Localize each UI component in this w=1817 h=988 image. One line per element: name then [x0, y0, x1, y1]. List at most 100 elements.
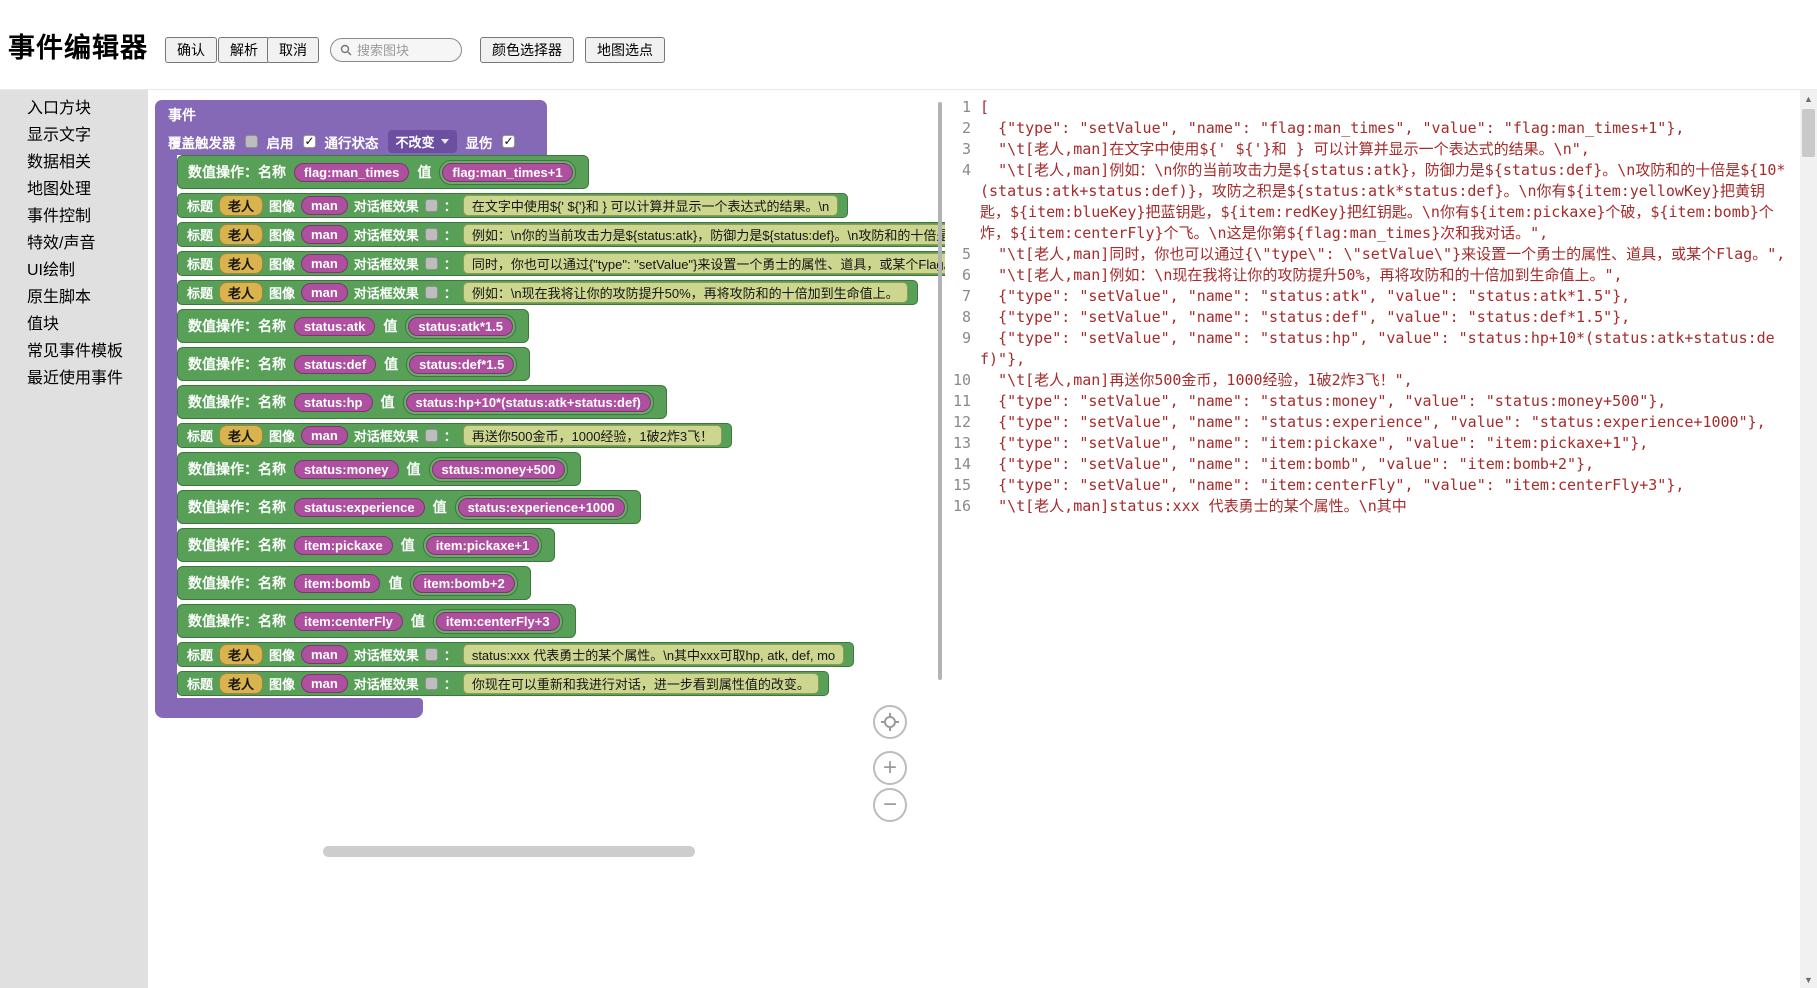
image-field[interactable]: man — [301, 225, 348, 244]
caption-field[interactable]: 老人 — [219, 282, 263, 303]
show-text-block[interactable]: 标题 老人 图像 man 对话框效果 ： status:xxx 代表勇士的某个属… — [177, 642, 854, 667]
message-field[interactable]: 例如：\n现在我将让你的攻防提升50%，再将攻防和的十倍加到生命值上。 — [463, 282, 908, 303]
caption-field[interactable]: 老人 — [219, 673, 263, 694]
image-field[interactable]: man — [301, 674, 348, 693]
show-text-block[interactable]: 标题 老人 图像 man 对话框效果 ： 例如：\n你的当前攻击力是${stat… — [177, 222, 945, 247]
name-field[interactable]: status:atk — [294, 317, 375, 336]
value-field[interactable]: status:experience+1000 — [458, 498, 625, 517]
caption-field[interactable]: 老人 — [219, 644, 263, 665]
scroll-up-arrow-icon[interactable]: ▲ — [1800, 90, 1817, 107]
blockly-workspace[interactable]: 事件 覆盖触发器 启用 通行状态 不改变 显伤 数值操作：名称 flag:man… — [148, 90, 945, 988]
message-field[interactable]: 同时，你也可以通过{"type": "setValue"}来设置一个勇士的属性、… — [463, 253, 945, 274]
value-field[interactable]: item:pickaxe+1 — [426, 536, 540, 555]
zoom-out-button[interactable]: − — [873, 788, 907, 822]
message-field[interactable]: 例如：\n你的当前攻击力是${status:atk}，防御力是${status:… — [463, 224, 945, 245]
show-text-block[interactable]: 标题 老人 图像 man 对话框效果 ： 例如：\n现在我将让你的攻防提升50%… — [177, 280, 918, 305]
effect-checkbox[interactable] — [425, 648, 438, 661]
event-block-header[interactable]: 事件 覆盖触发器 启用 通行状态 不改变 显伤 — [155, 100, 547, 155]
name-field[interactable]: item:centerFly — [294, 612, 403, 631]
override-trigger-checkbox[interactable] — [245, 135, 258, 148]
name-field[interactable]: status:experience — [294, 498, 425, 517]
set-value-block[interactable]: 数值操作：名称 item:pickaxe 值 item:pickaxe+1 — [177, 528, 555, 562]
set-value-block[interactable]: 数值操作：名称 flag:man_times 值 flag:man_times+… — [177, 155, 589, 189]
value-field[interactable]: status:def*1.5 — [409, 355, 514, 374]
canvas-vscrollbar[interactable] — [938, 102, 942, 680]
effect-checkbox[interactable] — [425, 257, 438, 270]
enable-checkbox[interactable] — [303, 135, 316, 148]
set-value-block[interactable]: 数值操作：名称 item:bomb 值 item:bomb+2 — [177, 566, 531, 600]
confirm-button[interactable]: 确认 — [165, 37, 217, 63]
caption-field[interactable]: 老人 — [219, 224, 263, 245]
search-input[interactable] — [357, 43, 452, 58]
caption-label: 标题 — [187, 283, 213, 302]
scroll-down-arrow-icon[interactable]: ▼ — [1800, 971, 1817, 988]
sidebar-item-entry-blocks[interactable]: 入口方块 — [0, 95, 148, 122]
name-field[interactable]: flag:man_times — [294, 163, 409, 182]
search-box[interactable] — [330, 38, 462, 62]
effect-checkbox[interactable] — [425, 286, 438, 299]
name-field[interactable]: status:money — [294, 460, 399, 479]
name-field[interactable]: item:pickaxe — [294, 536, 393, 555]
code-editor[interactable]: 1[ 2 {"type": "setValue", "name": "flag:… — [948, 90, 1800, 988]
show-text-block[interactable]: 标题 老人 图像 man 对话框效果 ： 你现在可以重新和我进行对话，进一步看到… — [177, 671, 829, 696]
message-field[interactable]: 在文字中使用${' ${'}和 } 可以计算并显示一个表达式的结果。\n — [463, 195, 838, 216]
set-value-block[interactable]: 数值操作：名称 status:hp 值 status:hp+10*(status… — [177, 385, 667, 419]
sidebar-item-native-script[interactable]: 原生脚本 — [0, 284, 148, 311]
effect-checkbox[interactable] — [425, 677, 438, 690]
canvas-hscrollbar[interactable] — [323, 846, 695, 857]
show-text-block[interactable]: 标题 老人 图像 man 对话框效果 ： 在文字中使用${' ${'}和 } 可… — [177, 193, 848, 218]
sidebar-item-map[interactable]: 地图处理 — [0, 176, 148, 203]
passable-dropdown[interactable]: 不改变 — [388, 130, 457, 153]
caption-field[interactable]: 老人 — [219, 425, 263, 446]
set-value-block[interactable]: 数值操作：名称 status:money 值 status:money+500 — [177, 452, 581, 486]
code-scrollbar[interactable]: ▲ ▼ — [1800, 90, 1817, 988]
color-picker-button[interactable]: 颜色选择器 — [480, 37, 574, 63]
effect-checkbox[interactable] — [425, 199, 438, 212]
sidebar-item-event-control[interactable]: 事件控制 — [0, 203, 148, 230]
sidebar-item-ui-draw[interactable]: UI绘制 — [0, 257, 148, 284]
code-scrollbar-thumb[interactable] — [1802, 109, 1815, 157]
sidebar-item-data[interactable]: 数据相关 — [0, 149, 148, 176]
set-value-block[interactable]: 数值操作：名称 status:def 值 status:def*1.5 — [177, 347, 530, 381]
set-value-block[interactable]: 数值操作：名称 item:centerFly 值 item:centerFly+… — [177, 604, 576, 638]
zoom-in-button[interactable]: + — [873, 751, 907, 785]
parse-button[interactable]: 解析 — [218, 37, 270, 63]
sidebar-item-value-blocks[interactable]: 值块 — [0, 311, 148, 338]
image-field[interactable]: man — [301, 426, 348, 445]
name-field[interactable]: item:bomb — [294, 574, 380, 593]
name-field[interactable]: status:def — [294, 355, 376, 374]
set-value-block[interactable]: 数值操作：名称 status:experience 值 status:exper… — [177, 490, 641, 524]
caption-field[interactable]: 老人 — [219, 253, 263, 274]
image-field[interactable]: man — [301, 645, 348, 664]
damage-checkbox[interactable] — [502, 135, 515, 148]
show-text-block[interactable]: 标题 老人 图像 man 对话框效果 ： 再送你500金币，1000经验，1破2… — [177, 423, 732, 448]
name-field[interactable]: status:hp — [294, 393, 373, 412]
value-field[interactable]: status:hp+10*(status:atk+status:def) — [406, 393, 651, 412]
value-field[interactable]: item:centerFly+3 — [436, 612, 560, 631]
cancel-button[interactable]: 取消 — [267, 37, 319, 63]
message-field[interactable]: 你现在可以重新和我进行对话，进一步看到属性值的改变。 — [463, 673, 819, 694]
numop-label: 数值操作：名称 — [188, 611, 286, 631]
value-field[interactable]: status:atk*1.5 — [408, 317, 513, 336]
value-label: 值 — [381, 392, 395, 412]
show-text-block[interactable]: 标题 老人 图像 man 对话框效果 ： 同时，你也可以通过{"type": "… — [177, 251, 945, 276]
sidebar-item-show-text[interactable]: 显示文字 — [0, 122, 148, 149]
set-value-block[interactable]: 数值操作：名称 status:atk 值 status:atk*1.5 — [177, 309, 529, 343]
zoom-reset-button[interactable] — [873, 705, 907, 739]
sidebar-item-fx-sound[interactable]: 特效/声音 — [0, 230, 148, 257]
sidebar-item-common-templates[interactable]: 常见事件模板 — [0, 338, 148, 365]
message-field[interactable]: status:xxx 代表勇士的某个属性。\n其中xxx可取hp, atk, d… — [463, 644, 844, 665]
image-field[interactable]: man — [301, 196, 348, 215]
value-field[interactable]: flag:man_times+1 — [442, 163, 572, 182]
image-field[interactable]: man — [301, 254, 348, 273]
image-field[interactable]: man — [301, 283, 348, 302]
effect-checkbox[interactable] — [425, 228, 438, 241]
effect-checkbox[interactable] — [425, 429, 438, 442]
map-pick-button[interactable]: 地图选点 — [585, 37, 665, 63]
value-field[interactable]: item:bomb+2 — [413, 574, 514, 593]
sidebar-item-recent-events[interactable]: 最近使用事件 — [0, 365, 148, 392]
message-field[interactable]: 再送你500金币，1000经验，1破2炸3飞！ — [463, 425, 722, 446]
value-field[interactable]: status:money+500 — [432, 460, 566, 479]
line-number: 4 — [948, 160, 980, 244]
caption-field[interactable]: 老人 — [219, 195, 263, 216]
